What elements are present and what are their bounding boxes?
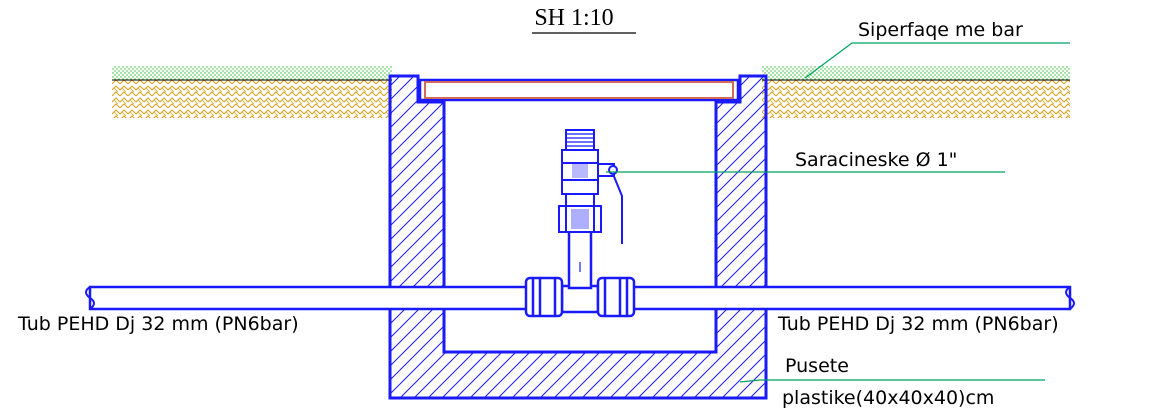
pipe-right-label: Tub PEHD Dj 32 mm (PN6bar) — [777, 313, 1059, 335]
well-label-line2: plastike(40x40x40)cm — [782, 387, 994, 409]
riser-pipe — [567, 228, 593, 290]
valve — [558, 129, 623, 244]
well-label-line1: Pusete — [785, 355, 849, 377]
pipe-left-label: Tub PEHD Dj 32 mm (PN6bar) — [17, 313, 299, 335]
surface-label: Siperfaqe me bar — [858, 19, 1023, 41]
scale-label: SH 1:10 — [534, 5, 613, 31]
ground-right — [762, 66, 1070, 118]
valve-label: Saracineske Ø 1" — [795, 149, 957, 171]
well-cover — [418, 78, 740, 102]
ground-left — [112, 66, 392, 118]
tee-fitting — [524, 276, 636, 318]
leader-lines — [606, 42, 1070, 383]
